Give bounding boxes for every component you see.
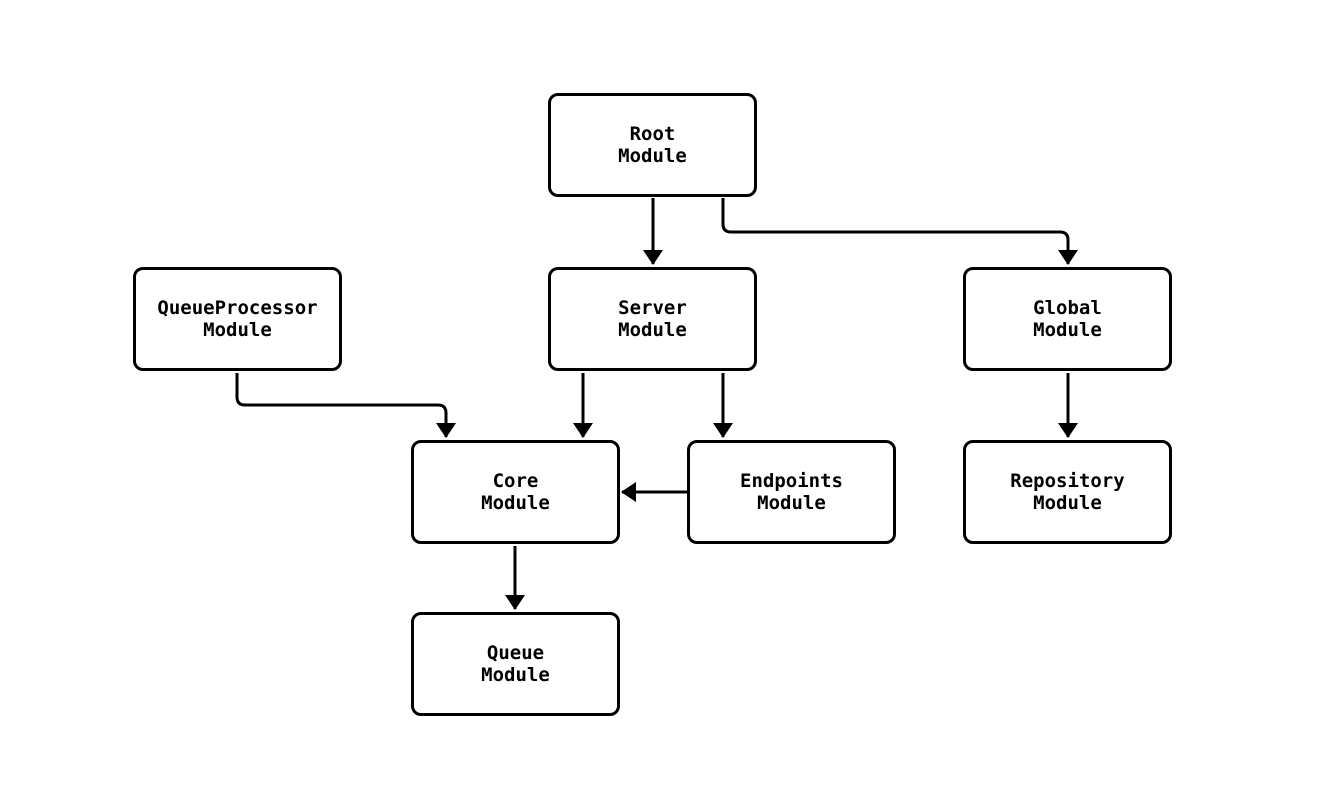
node-endpoints-module-label-line2: Module [757,492,826,514]
node-core-module-label-line2: Module [481,492,550,514]
node-endpoints-module: Endpoints Module [687,440,896,544]
node-core-module: Core Module [411,440,620,544]
node-global-module-label-line1: Global [1033,297,1102,319]
node-queue-module-label-line1: Queue [486,642,545,664]
node-repository-module-label-line2: Module [1033,492,1102,514]
node-queue-module-label-line2: Module [481,664,550,686]
node-root-module: Root Module [548,93,757,197]
node-repository-module: Repository Module [963,440,1172,544]
node-root-module-label-line2: Module [618,145,687,167]
node-root-module-label-line1: Root [629,123,676,145]
edge-root-to-global [721,198,1078,265]
edge-queueprocessor-to-core [235,373,456,438]
node-core-module-label-line1: Core [492,470,539,492]
node-repository-module-label-line1: Repository [1010,470,1125,492]
node-global-module-label-line2: Module [1033,319,1102,341]
node-queueprocessor-module-label-line2: Module [203,319,272,341]
node-server-module-label-line2: Module [618,319,687,341]
node-server-module: Server Module [548,267,757,371]
node-queueprocessor-module: QueueProcessor Module [133,267,342,371]
node-server-module-label-line1: Server [618,297,687,319]
node-queue-module: Queue Module [411,612,620,716]
node-global-module: Global Module [963,267,1172,371]
node-endpoints-module-label-line1: Endpoints [740,470,843,492]
node-queueprocessor-module-label-line1: QueueProcessor [157,297,318,319]
